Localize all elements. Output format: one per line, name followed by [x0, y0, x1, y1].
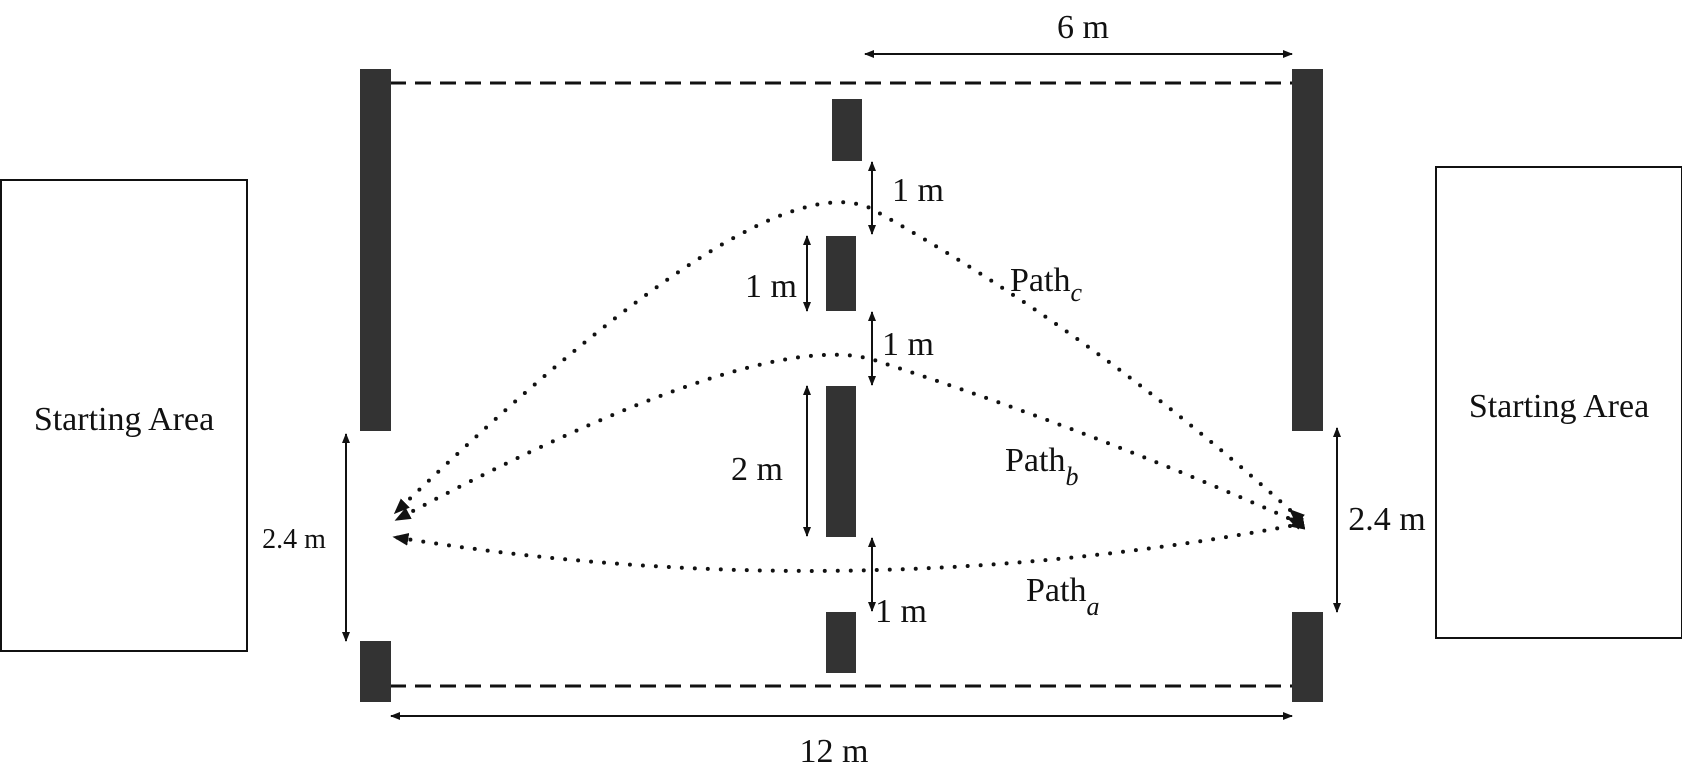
left-upper-post	[360, 69, 391, 431]
path-b-label-base: Path	[1005, 442, 1065, 479]
path-c-label: Pathc	[1010, 262, 1082, 307]
center-left-post-label: 1 m	[745, 268, 797, 305]
left-starting-area-label: Starting Area	[34, 401, 214, 438]
center-post-bottom	[826, 612, 856, 673]
path-b-label: Pathb	[1005, 442, 1078, 491]
right-starting-area	[1435, 166, 1682, 639]
right-starting-area-label: Starting Area	[1469, 388, 1649, 425]
path-c-label-base: Path	[1010, 262, 1070, 299]
path-c-line	[393, 200, 1305, 525]
path-a-label-base: Path	[1026, 572, 1086, 609]
center-long-post-label: 2 m	[731, 451, 783, 488]
center-post-upper	[826, 236, 856, 311]
center-post-long	[826, 386, 856, 537]
center-middle-gap-label: 1 m	[882, 326, 934, 363]
left-starting-area	[0, 179, 248, 652]
center-post-top	[832, 99, 862, 161]
path-b-label-sub: b	[1065, 462, 1078, 491]
center-lower-gap-label: 1 m	[875, 593, 927, 630]
path-a-label: Patha	[1026, 572, 1099, 621]
right-gap-label: 2.4 m	[1348, 501, 1425, 538]
top-width-label: 6 m	[1057, 9, 1109, 46]
center-upper-gap-label: 1 m	[892, 172, 944, 209]
right-lower-post	[1292, 612, 1323, 702]
bottom-width-label: 12 m	[800, 733, 869, 770]
left-lower-post	[360, 641, 391, 702]
path-c-label-sub: c	[1070, 278, 1082, 307]
right-upper-post	[1292, 69, 1323, 431]
path-b-line	[394, 352, 1304, 530]
path-a-label-sub: a	[1086, 592, 1099, 621]
left-gap-label: 2.4 m	[262, 524, 326, 555]
